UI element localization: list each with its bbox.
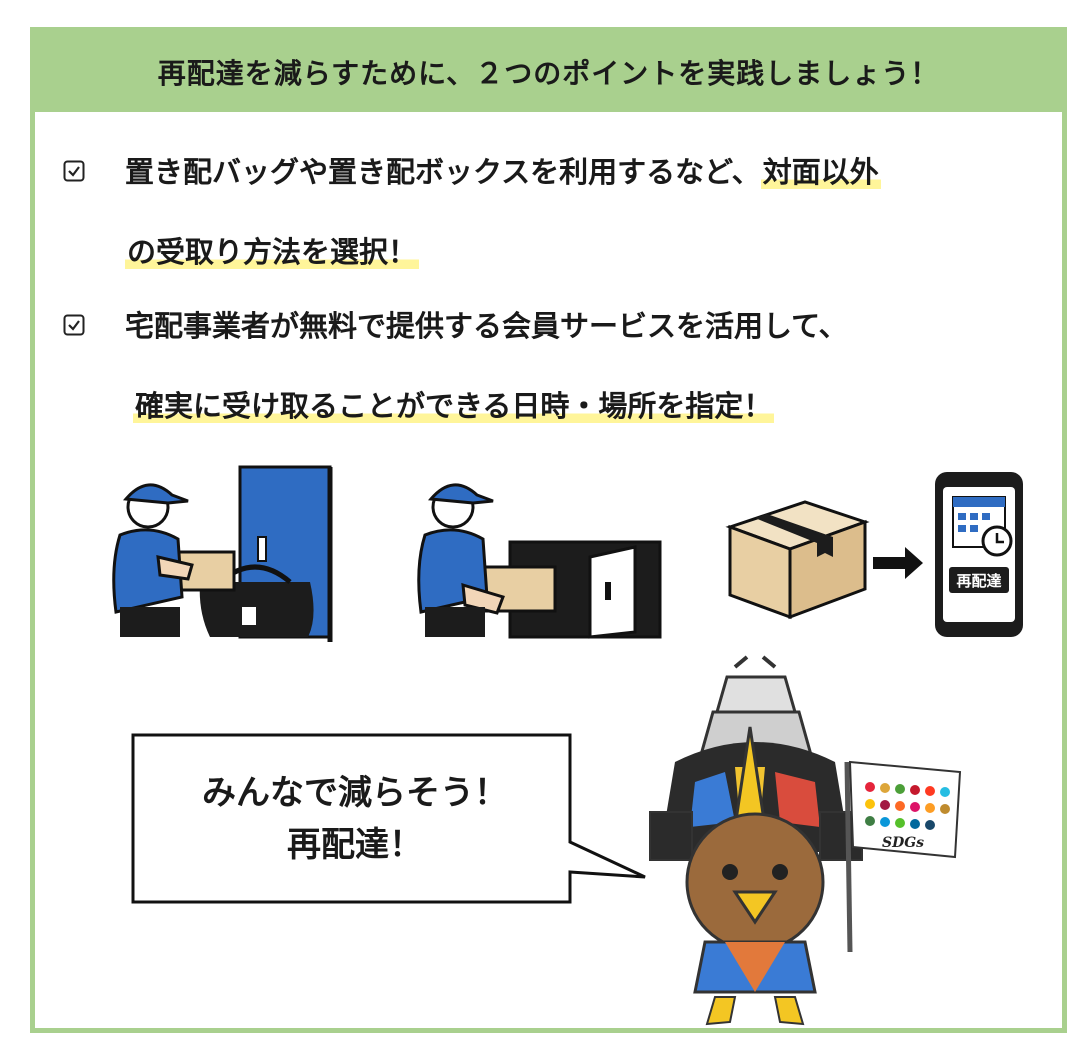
- box-to-phone-illustration: 再配達: [725, 472, 1023, 637]
- phone-label: 再配達: [956, 572, 1001, 590]
- point-1-line-2: の受取り方法を選択！: [125, 232, 420, 272]
- point-1-text: 置き配バッグや置き配ボックスを利用するなど、: [125, 155, 761, 189]
- courier-bag-illustration: [112, 465, 333, 642]
- point-2-highlight: 確実に受け取ることができる日時・場所を指定！: [133, 389, 775, 423]
- checkbox-icon: [63, 160, 85, 182]
- point-1: 置き配バッグや置き配ボックスを利用するなど、対面以外 の受取り方法を選択！: [63, 140, 1023, 300]
- point-1-highlight-b: の受取り方法を選択！: [125, 235, 420, 269]
- point-2-text: 宅配事業者が無料で提供する会員サービスを活用して、: [125, 309, 848, 343]
- point-1-line-1: 置き配バッグや置き配ボックスを利用するなど、対面以外: [125, 152, 881, 192]
- courier-box-illustration: [417, 483, 662, 639]
- notice-panel: 再配達を減らすために、２つのポイントを実践しましょう！ 置き配バッグや置き配ボッ…: [30, 27, 1067, 1033]
- point-2: 宅配事業者が無料で提供する会員サービスを活用して、 確実に受け取ることができる日…: [63, 294, 1023, 454]
- checkbox-icon: [63, 314, 85, 336]
- point-2-line-2: 確実に受け取ることができる日時・場所を指定！: [133, 386, 775, 426]
- speech-line-2: 再配達！: [287, 825, 423, 865]
- flag-label: SDGs: [882, 835, 924, 851]
- speech-line-1: みんなで減らそう！: [202, 773, 508, 813]
- header-title: 再配達を減らすために、２つのポイントを実践しましょう！: [157, 57, 940, 90]
- mascot-character: SDGs: [649, 655, 962, 1026]
- point-2-line-1: 宅配事業者が無料で提供する会員サービスを活用して、: [125, 306, 848, 346]
- speech-bubble: [131, 733, 646, 904]
- header-band: 再配達を減らすために、２つのポイントを実践しましょう！: [35, 32, 1062, 112]
- speech-bubble-text: みんなで減らそう！ 再配達！: [135, 767, 575, 871]
- sdgs-dots: [865, 782, 950, 830]
- point-1-highlight-a: 対面以外: [760, 155, 881, 189]
